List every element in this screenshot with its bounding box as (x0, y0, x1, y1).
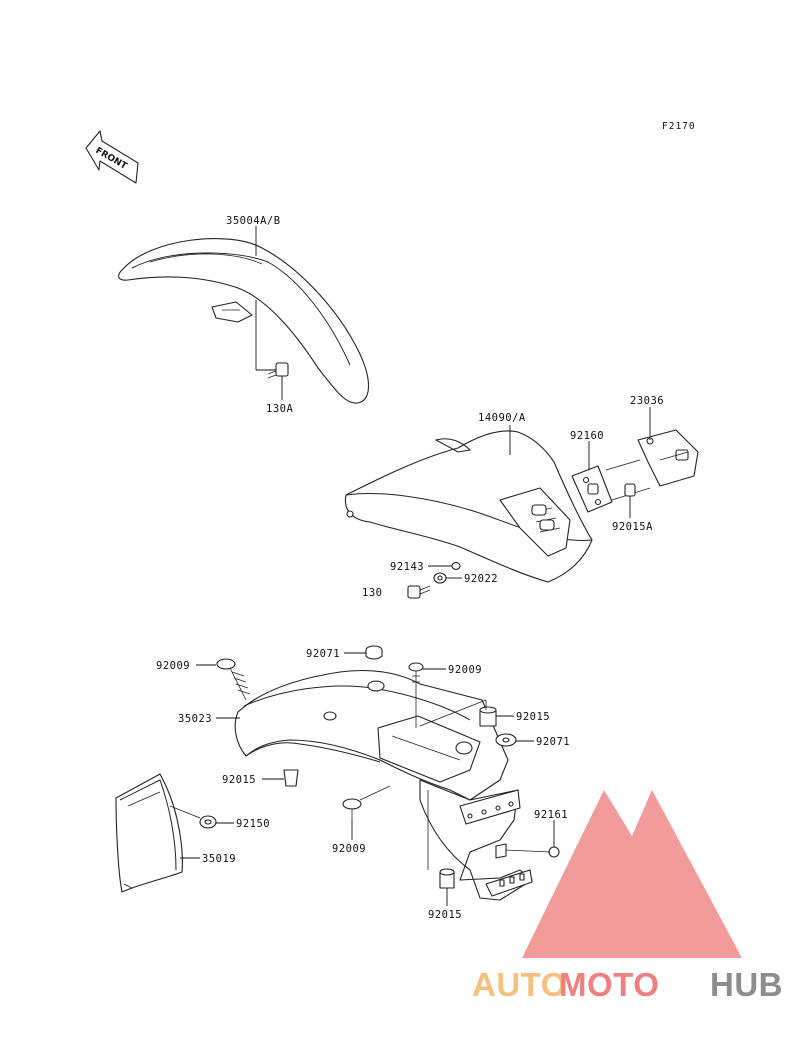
label-92015-bottom: 92015 (428, 909, 462, 921)
label-92015a: 92015A (612, 521, 653, 533)
label-14090a: 14090/A (478, 412, 526, 424)
screw-92009-top (408, 662, 424, 690)
screw-92009-bottom (342, 785, 391, 820)
screw-92009-left (216, 658, 251, 701)
watermark-hub: HUB (710, 966, 783, 1003)
collar-92143 (451, 561, 461, 571)
label-35019: 35019 (202, 853, 236, 865)
rear-fender-tail-section (419, 779, 533, 901)
label-35004ab: 35004A/B (226, 215, 281, 227)
watermark-triangle-mark (522, 790, 742, 958)
label-92150: 92150 (236, 818, 270, 830)
flap-35019 (115, 773, 183, 893)
washer-92022 (433, 572, 447, 584)
label-23036: 23036 (630, 395, 664, 407)
grommet-92015-left (283, 769, 299, 787)
label-35023: 35023 (178, 713, 212, 725)
label-92009-top: 92009 (448, 664, 482, 676)
figure-code: F2170 (662, 121, 696, 132)
label-92071-right: 92071 (536, 736, 570, 748)
damper-92071-right (495, 733, 517, 747)
watermark-moto: MOTO (559, 966, 659, 1003)
damper-92071-top (365, 645, 383, 660)
label-92022: 92022 (464, 573, 498, 585)
lamp-bracket-23036 (637, 429, 699, 487)
watermark-auto: AUTO (472, 966, 567, 1003)
label-92160: 92160 (570, 430, 604, 442)
label-92161: 92161 (534, 809, 568, 821)
front-direction-arrow: FRONT (85, 130, 139, 184)
label-92009-bottom: 92009 (332, 843, 366, 855)
label-130a: 130A (266, 403, 293, 415)
rear-fender-front-14090 (344, 430, 593, 583)
label-92015-left: 92015 (222, 774, 256, 786)
screw-92150 (169, 805, 217, 829)
nut-92161 (495, 843, 560, 859)
label-92143: 92143 (390, 561, 424, 573)
bolt-130a (267, 362, 289, 379)
front-fender (118, 238, 369, 404)
label-130: 130 (362, 587, 382, 599)
bolt-130 (407, 585, 431, 599)
grommet-92015-right (479, 706, 497, 727)
label-92071-top: 92071 (306, 648, 340, 660)
nut-92015a (624, 483, 636, 497)
bracket-92160 (571, 465, 613, 513)
watermark-logo (522, 790, 742, 958)
grommet-92015-bottom (439, 868, 455, 889)
label-92015-right: 92015 (516, 711, 550, 723)
rear-fender-35023 (234, 670, 509, 801)
label-92009-left: 92009 (156, 660, 190, 672)
